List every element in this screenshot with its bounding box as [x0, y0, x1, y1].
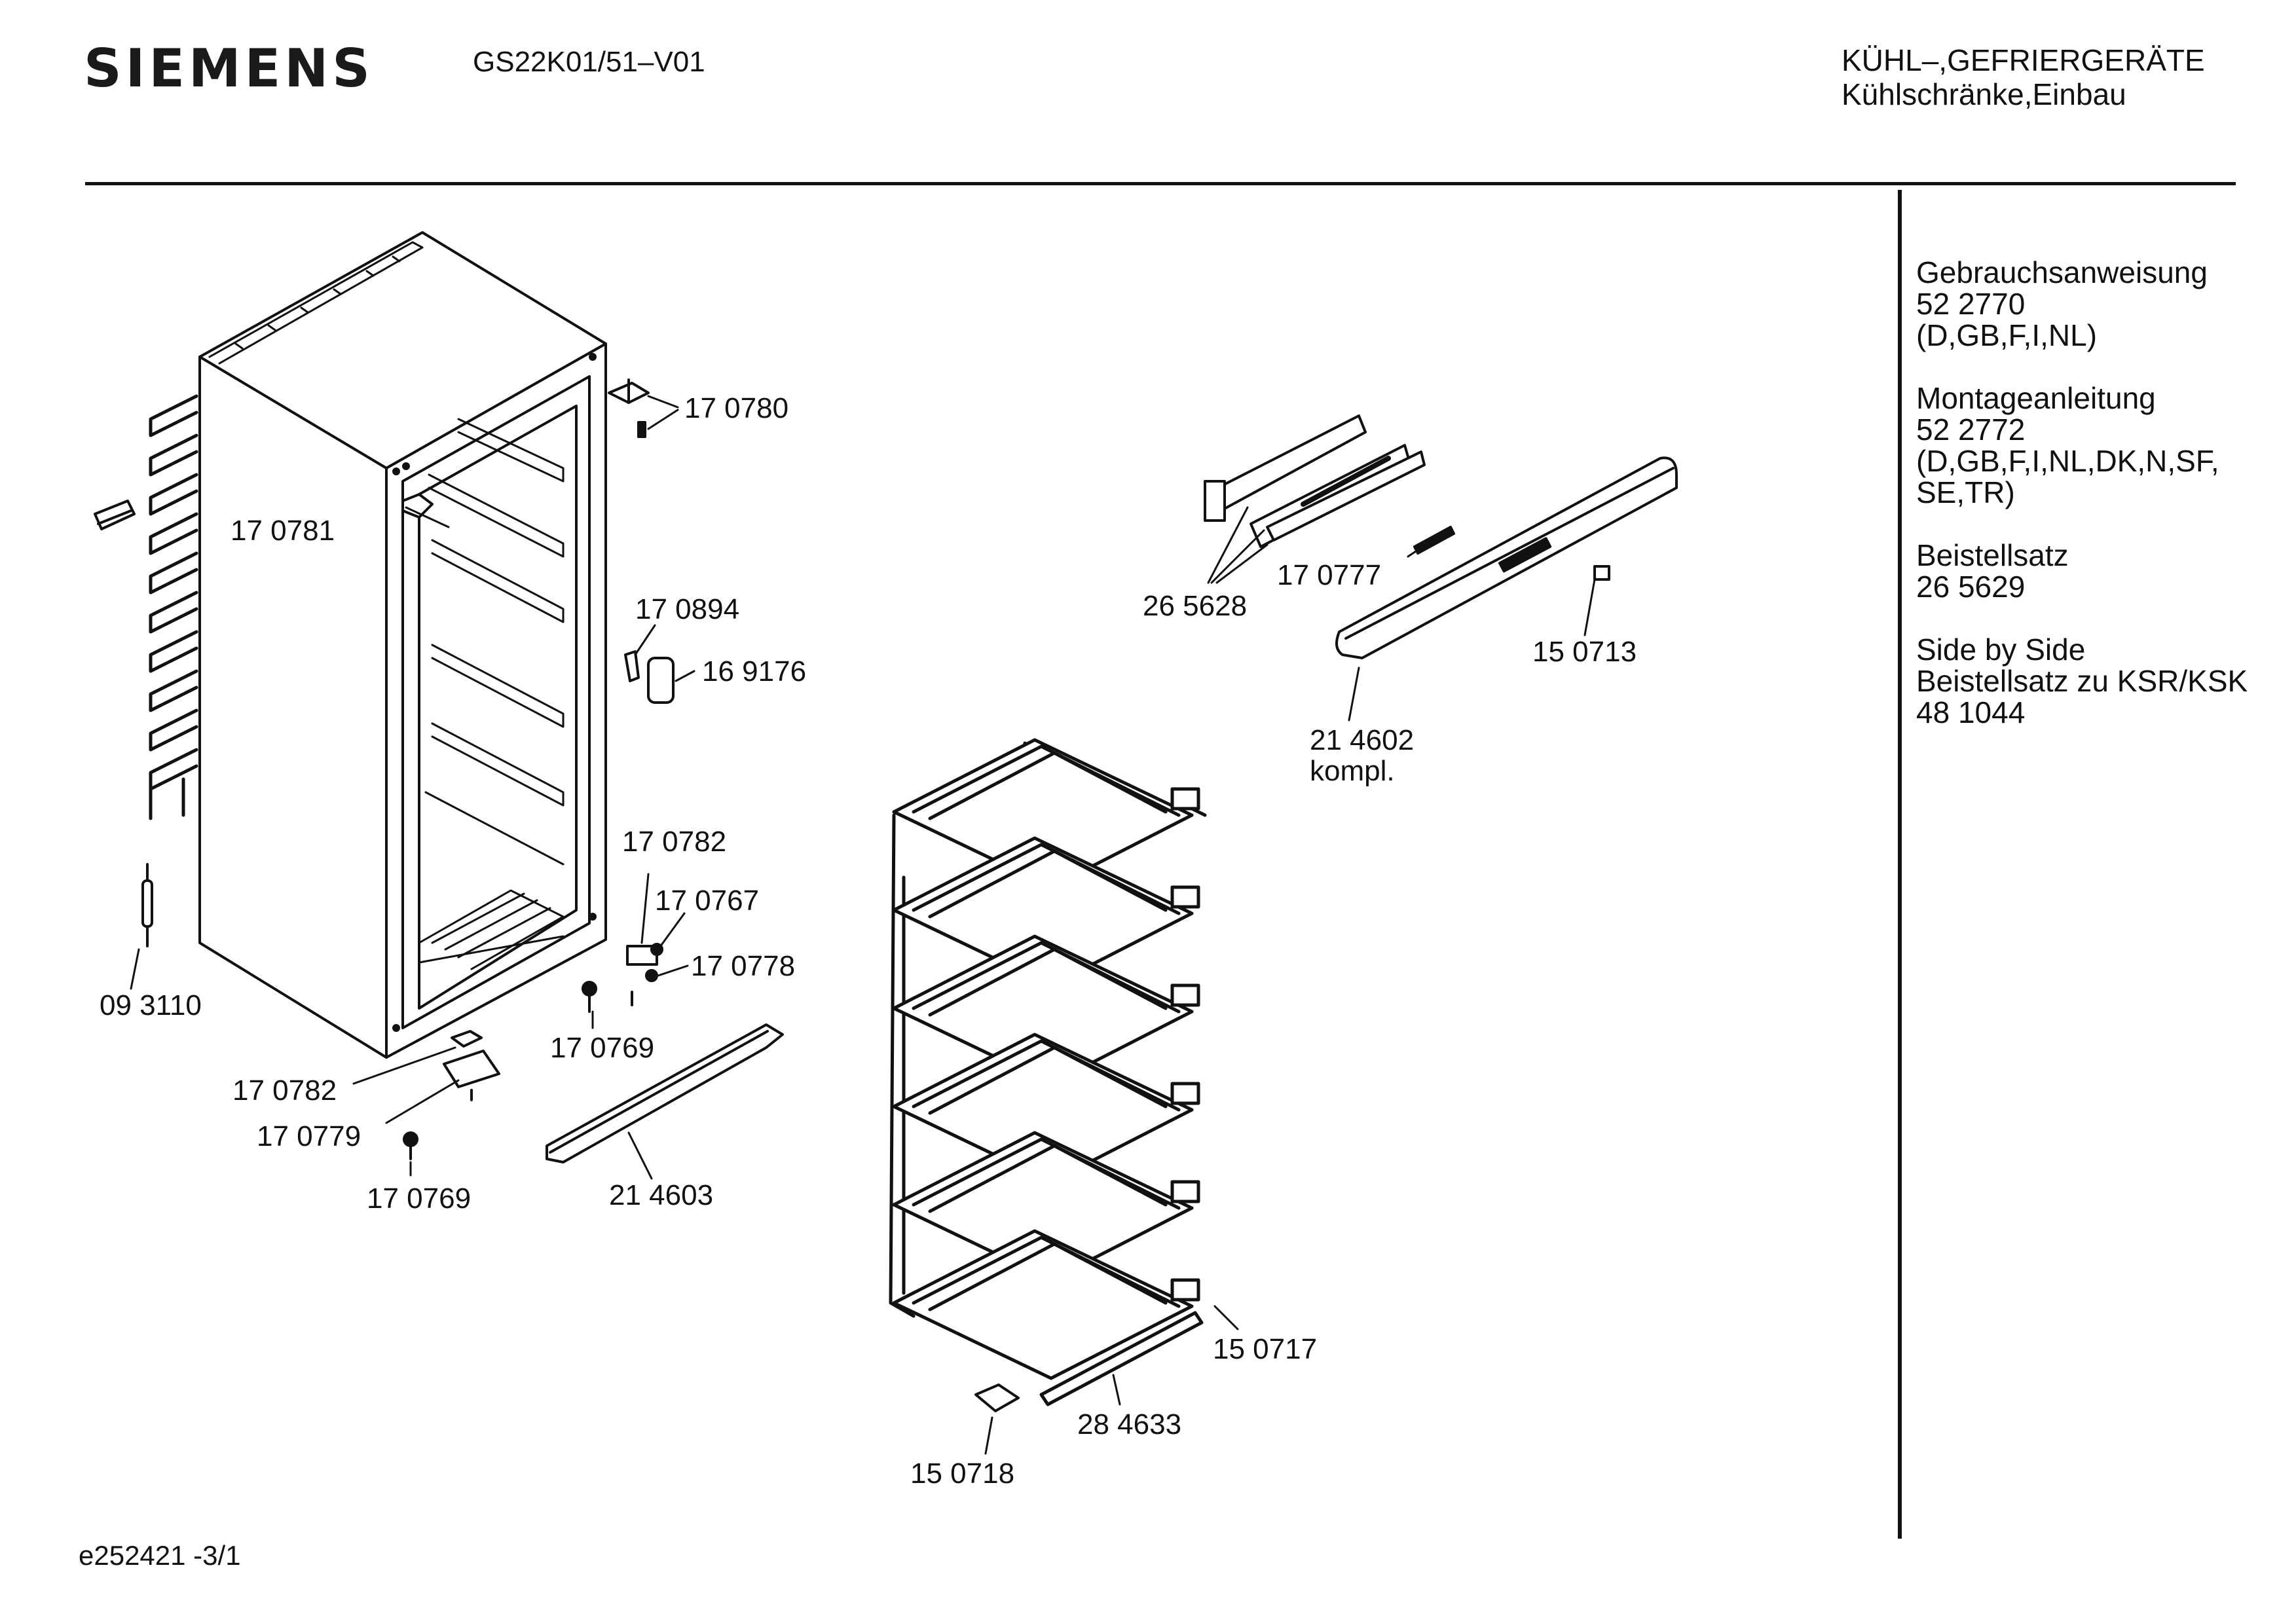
part-label: 17 0782 — [622, 826, 726, 858]
model-number: GS22K01/51–V01 — [473, 46, 705, 78]
category-title: KÜHL–,GEFRIERGERÄTE Kühlschränke,Einbau — [1842, 43, 2205, 111]
doc-line: 48 1044 — [1916, 695, 2026, 729]
upper-hinge-icon — [401, 493, 434, 519]
part-label: 17 0779 — [257, 1120, 361, 1152]
top-hinge-icon — [608, 378, 650, 438]
condenser-coil — [149, 394, 198, 820]
part-label: 17 0769 — [550, 1032, 654, 1064]
drawing-code: e252421 -3/1 — [79, 1540, 241, 1571]
rear-bracket-icon — [94, 500, 136, 530]
doc-line: Side by Side — [1916, 632, 2086, 667]
leader-lines — [130, 395, 1596, 1455]
lower-hinge-icon — [626, 943, 663, 1006]
doc-line: Beistellsatz — [1916, 538, 2069, 572]
control-panel-icon — [1335, 456, 1678, 659]
screw-icon — [582, 981, 597, 1013]
part-label-note: kompl. — [1310, 755, 1395, 787]
part-label: 21 4603 — [609, 1179, 713, 1211]
control-switch-icon — [1413, 526, 1455, 555]
wire-shelf-rack — [889, 738, 1207, 1406]
shelf-clip-icon — [974, 1383, 1020, 1412]
screw-icon — [403, 1131, 418, 1160]
part-label: 17 0769 — [367, 1182, 471, 1215]
part-label: 17 0778 — [691, 950, 795, 982]
doc-line: 52 2770 — [1916, 287, 2026, 321]
doc-line: Beistellsatz zu KSR/KSK — [1916, 664, 2248, 698]
part-label: 15 0717 — [1213, 1333, 1317, 1365]
part-label: 17 0780 — [684, 392, 788, 424]
category-line-1: KÜHL–,GEFRIERGERÄTE — [1842, 43, 2205, 77]
brand-logo: SIEMENS — [84, 38, 374, 99]
doc-line: 52 2772 — [1916, 412, 2026, 447]
category-line-2: Kühlschränke,Einbau — [1842, 77, 2126, 111]
part-label: 15 0713 — [1532, 636, 1637, 668]
part-label: 21 4602 — [1310, 724, 1414, 756]
part-label: 17 0781 — [231, 515, 335, 547]
doc-line: SE,TR) — [1916, 475, 2015, 509]
shelf-2 — [892, 836, 1200, 987]
part-label: 15 0718 — [910, 1457, 1014, 1490]
doc-user-manual: Gebrauchsanweisung 52 2770 (D,GB,F,I,NL) — [1916, 257, 2283, 351]
part-labels: 17 0780 17 0781 17 0894 16 9176 17 0782 … — [100, 392, 1637, 1490]
bottom-hinge-icon — [443, 1030, 500, 1101]
switch-cap-icon — [647, 657, 675, 704]
shelf-6 — [892, 1229, 1200, 1380]
doc-line: Montageanleitung — [1916, 381, 2156, 415]
cabinet-body — [198, 231, 607, 1059]
part-label: 16 9176 — [702, 655, 806, 687]
doc-side-by-side: Side by Side Beistellsatz zu KSR/KSK 48 … — [1916, 634, 2283, 728]
header-divider — [85, 182, 2236, 185]
sidebar-documents: Gebrauchsanweisung 52 2770 (D,GB,F,I,NL)… — [1916, 257, 2283, 760]
kick-plate-icon — [546, 1023, 784, 1163]
doc-installation-manual: Montageanleitung 52 2772 (D,GB,F,I,NL,DK… — [1916, 382, 2283, 508]
doc-line: (D,GB,F,I,NL,DK,N,SF, — [1916, 444, 2219, 478]
doc-line: Gebrauchsanweisung — [1916, 255, 2208, 289]
control-bracket-icon — [1204, 414, 1426, 548]
sidebar-divider — [1898, 190, 1902, 1539]
part-label: 17 0767 — [655, 885, 759, 917]
capillary-sensor-icon — [141, 863, 153, 947]
switch-pin-icon — [624, 650, 640, 682]
doc-line: (D,GB,F,I,NL) — [1916, 318, 2098, 352]
doc-side-kit: Beistellsatz 26 5629 — [1916, 540, 2283, 602]
part-label: 17 0894 — [635, 593, 739, 625]
part-label: 28 4633 — [1077, 1408, 1181, 1440]
shelf-3 — [892, 934, 1200, 1086]
part-label: 17 0777 — [1277, 559, 1381, 591]
part-label: 26 5628 — [1143, 590, 1247, 622]
part-label: 17 0782 — [232, 1074, 337, 1107]
doc-line: 26 5629 — [1916, 570, 2026, 604]
part-label: 09 3110 — [100, 989, 202, 1021]
